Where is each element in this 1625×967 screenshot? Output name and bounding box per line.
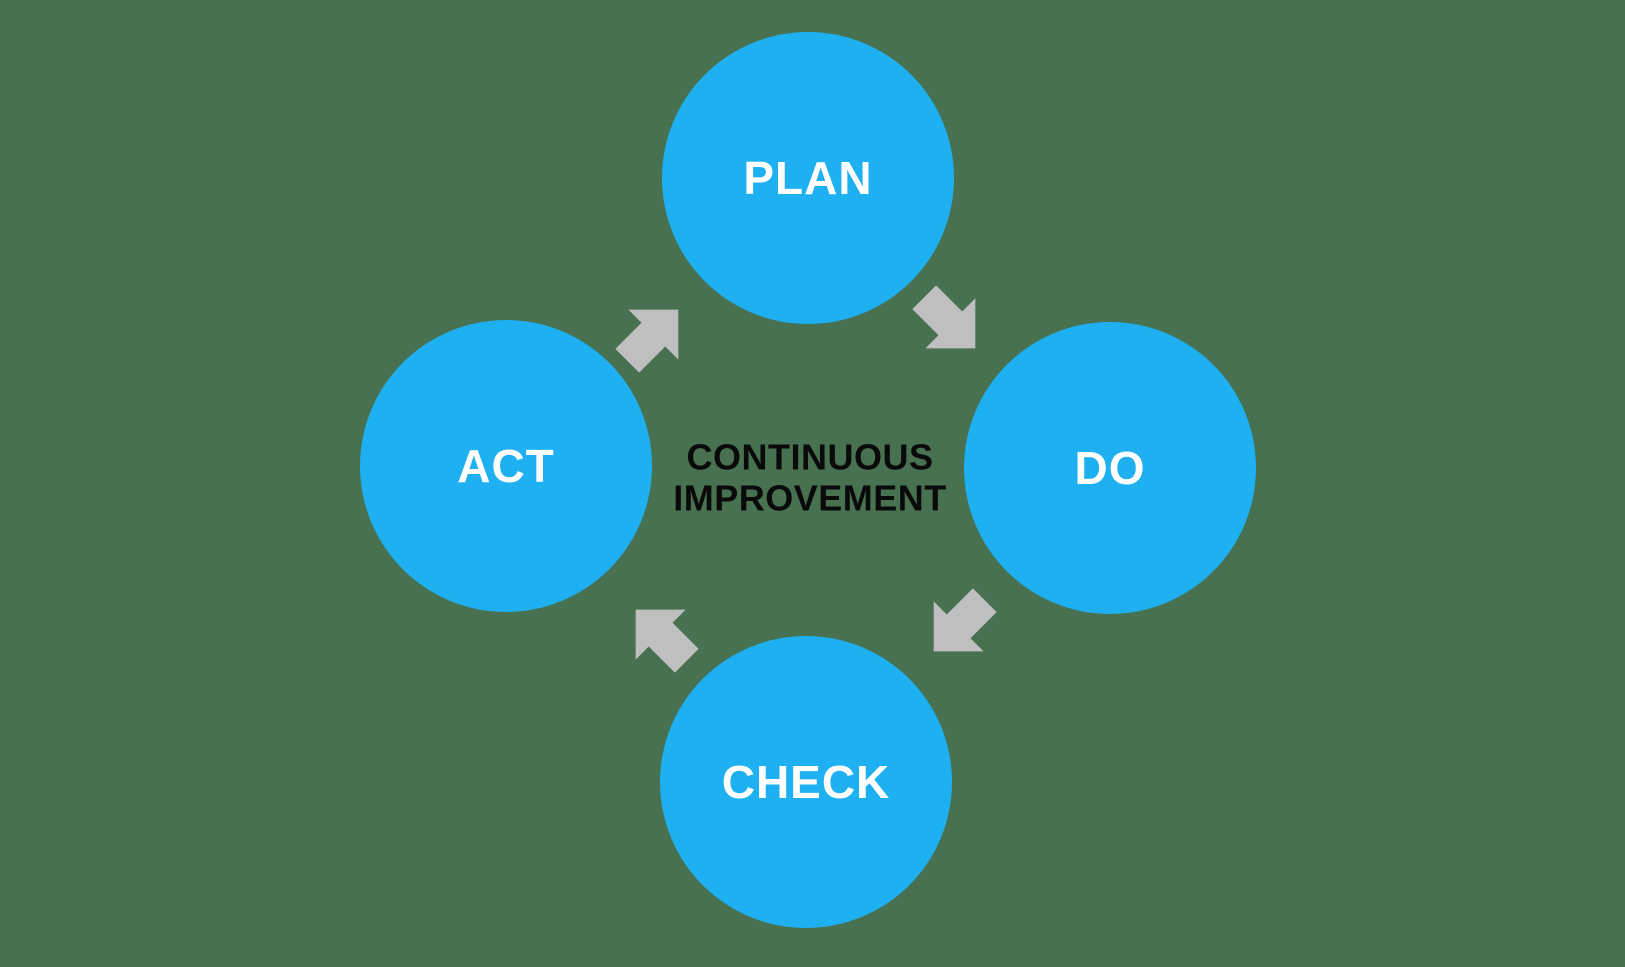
do-label: DO xyxy=(1074,442,1146,494)
arrow-do-to-check-icon xyxy=(902,565,1021,684)
arrow-act-to-plan-icon xyxy=(592,278,711,397)
cycle-node-plan: PLAN xyxy=(662,32,954,324)
center-title-line2: IMPROVEMENT xyxy=(673,478,947,519)
act-label: ACT xyxy=(457,440,555,492)
center-title: CONTINUOUS IMPROVEMENT xyxy=(673,437,947,520)
cycle-node-check: CHECK xyxy=(660,636,952,928)
plan-label: PLAN xyxy=(743,152,873,204)
cycle-node-do: DO xyxy=(964,322,1256,614)
arrow-plan-to-do-icon xyxy=(889,262,1008,381)
check-label: CHECK xyxy=(721,756,891,808)
arrow-check-to-act-icon xyxy=(604,578,723,697)
cycle-node-act: ACT xyxy=(360,320,652,612)
center-title-line1: CONTINUOUS xyxy=(686,436,934,478)
